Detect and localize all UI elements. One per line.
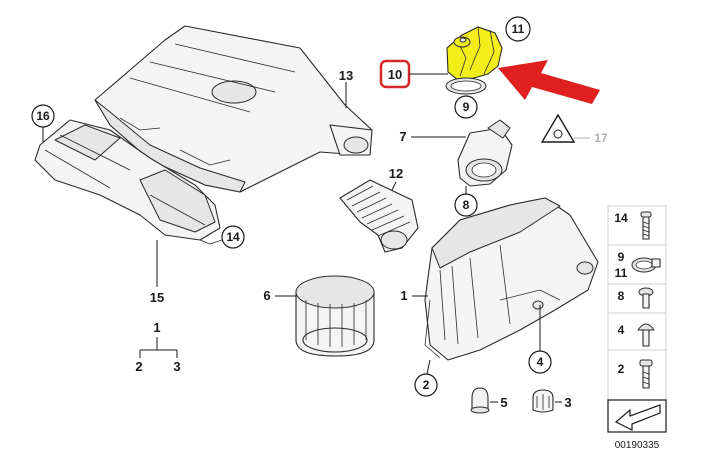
svg-text:14: 14 [614,211,628,225]
callout-2-circle [414,373,438,397]
red-arrow-icon [498,60,600,104]
callout-8[interactable]: 8 [463,198,470,212]
callout-4[interactable]: 4 [537,355,544,369]
callout-16[interactable]: 16 [36,109,50,123]
svg-text:4: 4 [618,323,625,337]
callout-10[interactable]: 10 [388,67,402,82]
warning-triangle-icon [540,113,576,143]
callout-11-circle [505,16,531,42]
tree-left: 2 [135,359,142,374]
callout-13[interactable]: 13 [339,68,353,83]
legend-row-4[interactable]: 4 [618,323,655,347]
part-12-intake-snorkel[interactable] [339,179,419,253]
bolt-icon [640,211,652,240]
legend-row-14[interactable]: 14 [614,211,652,240]
callout-5[interactable]: 5 [500,395,507,410]
fastener-legend: 14 9 11 8 4 [607,205,667,433]
part-7-air-mass-meter[interactable] [457,119,513,187]
callout-4-circle [528,350,552,374]
rivet-icon [637,323,655,347]
tree-right: 3 [173,359,180,374]
drawing-code: 00190335 [615,440,660,451]
arrow-left-icon [614,404,661,431]
part-3-rubber-mount[interactable] [532,389,554,413]
part-10-intake-boot-highlighted[interactable] [446,26,503,81]
part-1-filter-housing[interactable] [424,197,599,361]
part-15-intake-duct[interactable] [34,119,223,245]
leader-2 [426,359,431,375]
callout-14a[interactable]: 14 [226,230,240,244]
legend-row-8[interactable]: 8 [618,287,654,309]
callout-8-circle [454,193,478,217]
part-13-intake-cover[interactable] [94,25,373,193]
callout-7[interactable]: 7 [399,129,406,144]
part-5-grommet[interactable] [470,387,490,414]
callout-9[interactable]: 9 [463,100,470,114]
bolt-washer-icon [639,359,653,389]
assembly-tree: 1 2 3 [135,320,180,374]
callout-15[interactable]: 15 [150,290,164,305]
callout-14a-circle [221,225,245,249]
callout-9-circle [454,95,478,119]
callout-1[interactable]: 1 [400,288,407,303]
hose-clamp-icon [631,257,661,273]
svg-text:11: 11 [615,266,628,280]
callout-2[interactable]: 2 [423,378,430,392]
callout-3[interactable]: 3 [564,395,571,410]
leader-12 [391,181,397,191]
svg-text:8: 8 [618,289,625,303]
callout-17[interactable]: 17 [594,131,608,145]
legend-row-9-11[interactable]: 9 11 [615,250,661,280]
callout-11[interactable]: 11 [512,22,525,36]
part-6-air-filter[interactable] [295,275,375,357]
legend-row-2[interactable]: 2 [618,359,653,389]
tree-root: 1 [153,320,160,335]
screw-icon [638,287,654,309]
callout-6[interactable]: 6 [263,288,270,303]
callout-12[interactable]: 12 [389,166,403,181]
svg-text:2: 2 [618,362,625,376]
svg-text:9: 9 [618,250,625,264]
direction-arrow-box [607,399,667,433]
